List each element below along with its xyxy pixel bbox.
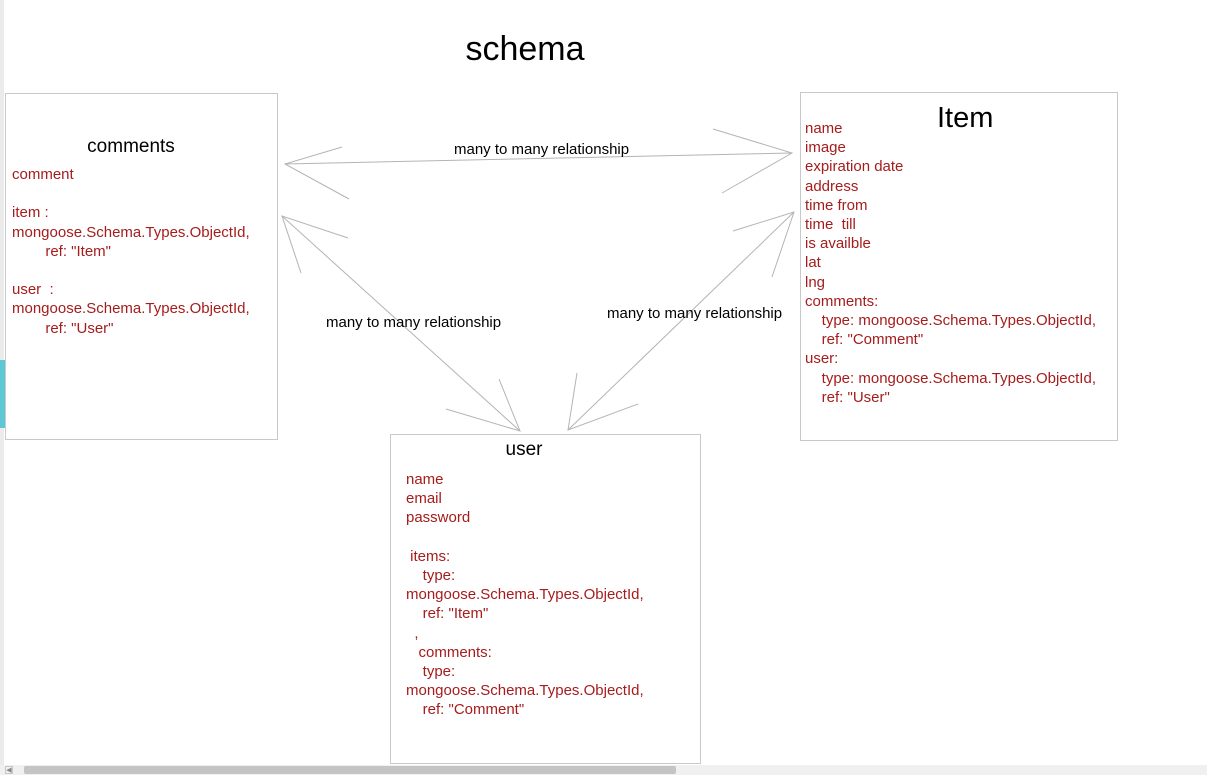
relationship-label-comments-user: many to many relationship [326, 314, 502, 331]
diagram-title: schema [465, 30, 585, 68]
arrow-comments-user [281, 215, 521, 432]
item-entity-box[interactable]: Item name image expiration date address … [800, 92, 1118, 441]
item-entity-title: Item [937, 102, 994, 134]
comments-entity-fields: comment item : mongoose.Schema.Types.Obj… [12, 166, 250, 337]
arrowhead-at-user-right [567, 372, 639, 431]
relationship-label-comments-item: many to many relationship [454, 141, 630, 158]
item-entity-fields: name image expiration date address time … [805, 120, 1096, 406]
arrowhead-at-comments [283, 146, 350, 200]
scroll-left-arrow-icon[interactable]: ◀ [5, 766, 13, 774]
arrow-user-item [567, 211, 795, 431]
arrow-comments-item [284, 152, 793, 165]
comments-entity-title: comments [87, 136, 175, 157]
scrollbar-thumb[interactable] [24, 766, 676, 774]
comments-entity-box[interactable]: comments comment item : mongoose.Schema.… [5, 93, 278, 440]
user-entity-title: user [505, 439, 543, 460]
user-entity-fields: name email password items: type: mongoos… [406, 471, 644, 719]
relationship-label-user-item: many to many relationship [607, 305, 783, 322]
side-panel-handle[interactable] [0, 360, 5, 428]
arrowhead-at-item [712, 128, 794, 194]
arrowhead-at-comments-lower [281, 215, 349, 274]
user-entity-box[interactable]: user name email password items: type: mo… [390, 434, 701, 764]
arrowhead-at-user-left [445, 378, 521, 432]
arrowhead-at-item-lower [732, 211, 795, 278]
horizontal-scrollbar[interactable]: ◀ [0, 765, 1207, 775]
